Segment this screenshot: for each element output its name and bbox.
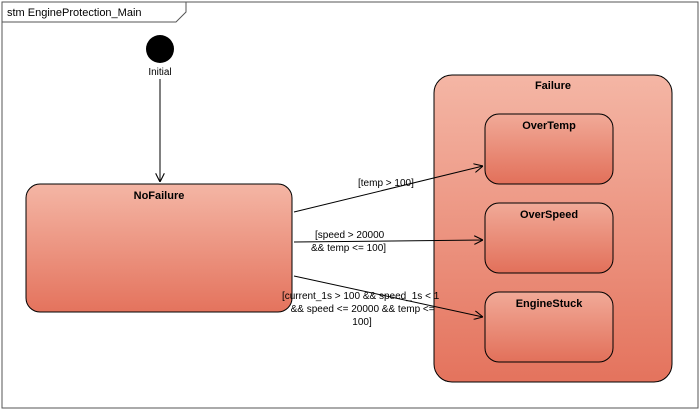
transition-to-engine-stuck[interactable] <box>293 275 483 317</box>
guard-speed: [speed > 20000 && temp <= 100] <box>311 230 387 254</box>
guard-engine-stuck: [current_1s > 100 && speed_1s < 1 && spe… <box>282 291 442 328</box>
state-failure-title: Failure <box>535 80 571 92</box>
state-no-failure-title: NoFailure <box>134 190 185 202</box>
frame-tab <box>2 2 187 23</box>
state-no-failure[interactable] <box>25 183 293 313</box>
guard-temp-line: [temp > 100] <box>358 178 414 189</box>
state-over-temp[interactable] <box>484 113 614 185</box>
initial-label: Initial <box>148 67 171 78</box>
frame-title: stm EngineProtection_Main <box>7 7 142 19</box>
guard-temp: [temp > 100] <box>358 178 414 189</box>
guard-speed-line: && temp <= 100] <box>311 243 386 254</box>
guard-stuck-line: && speed <= 20000 && temp <= <box>291 304 435 315</box>
state-over-speed[interactable] <box>484 202 614 274</box>
guard-speed-line: [speed > 20000 <box>315 230 385 241</box>
guard-stuck-line: [current_1s > 100 && speed_1s < 1 <box>282 291 440 302</box>
state-over-temp-title: OverTemp <box>522 120 576 132</box>
transition-to-over-speed[interactable] <box>293 240 483 242</box>
state-engine-stuck-title: EngineStuck <box>516 298 584 310</box>
state-over-speed-title: OverSpeed <box>520 209 578 221</box>
initial-node[interactable] <box>146 35 174 63</box>
state-engine-stuck[interactable] <box>484 291 614 363</box>
guard-stuck-line: 100] <box>352 317 372 328</box>
transition-to-over-temp[interactable] <box>293 166 483 213</box>
